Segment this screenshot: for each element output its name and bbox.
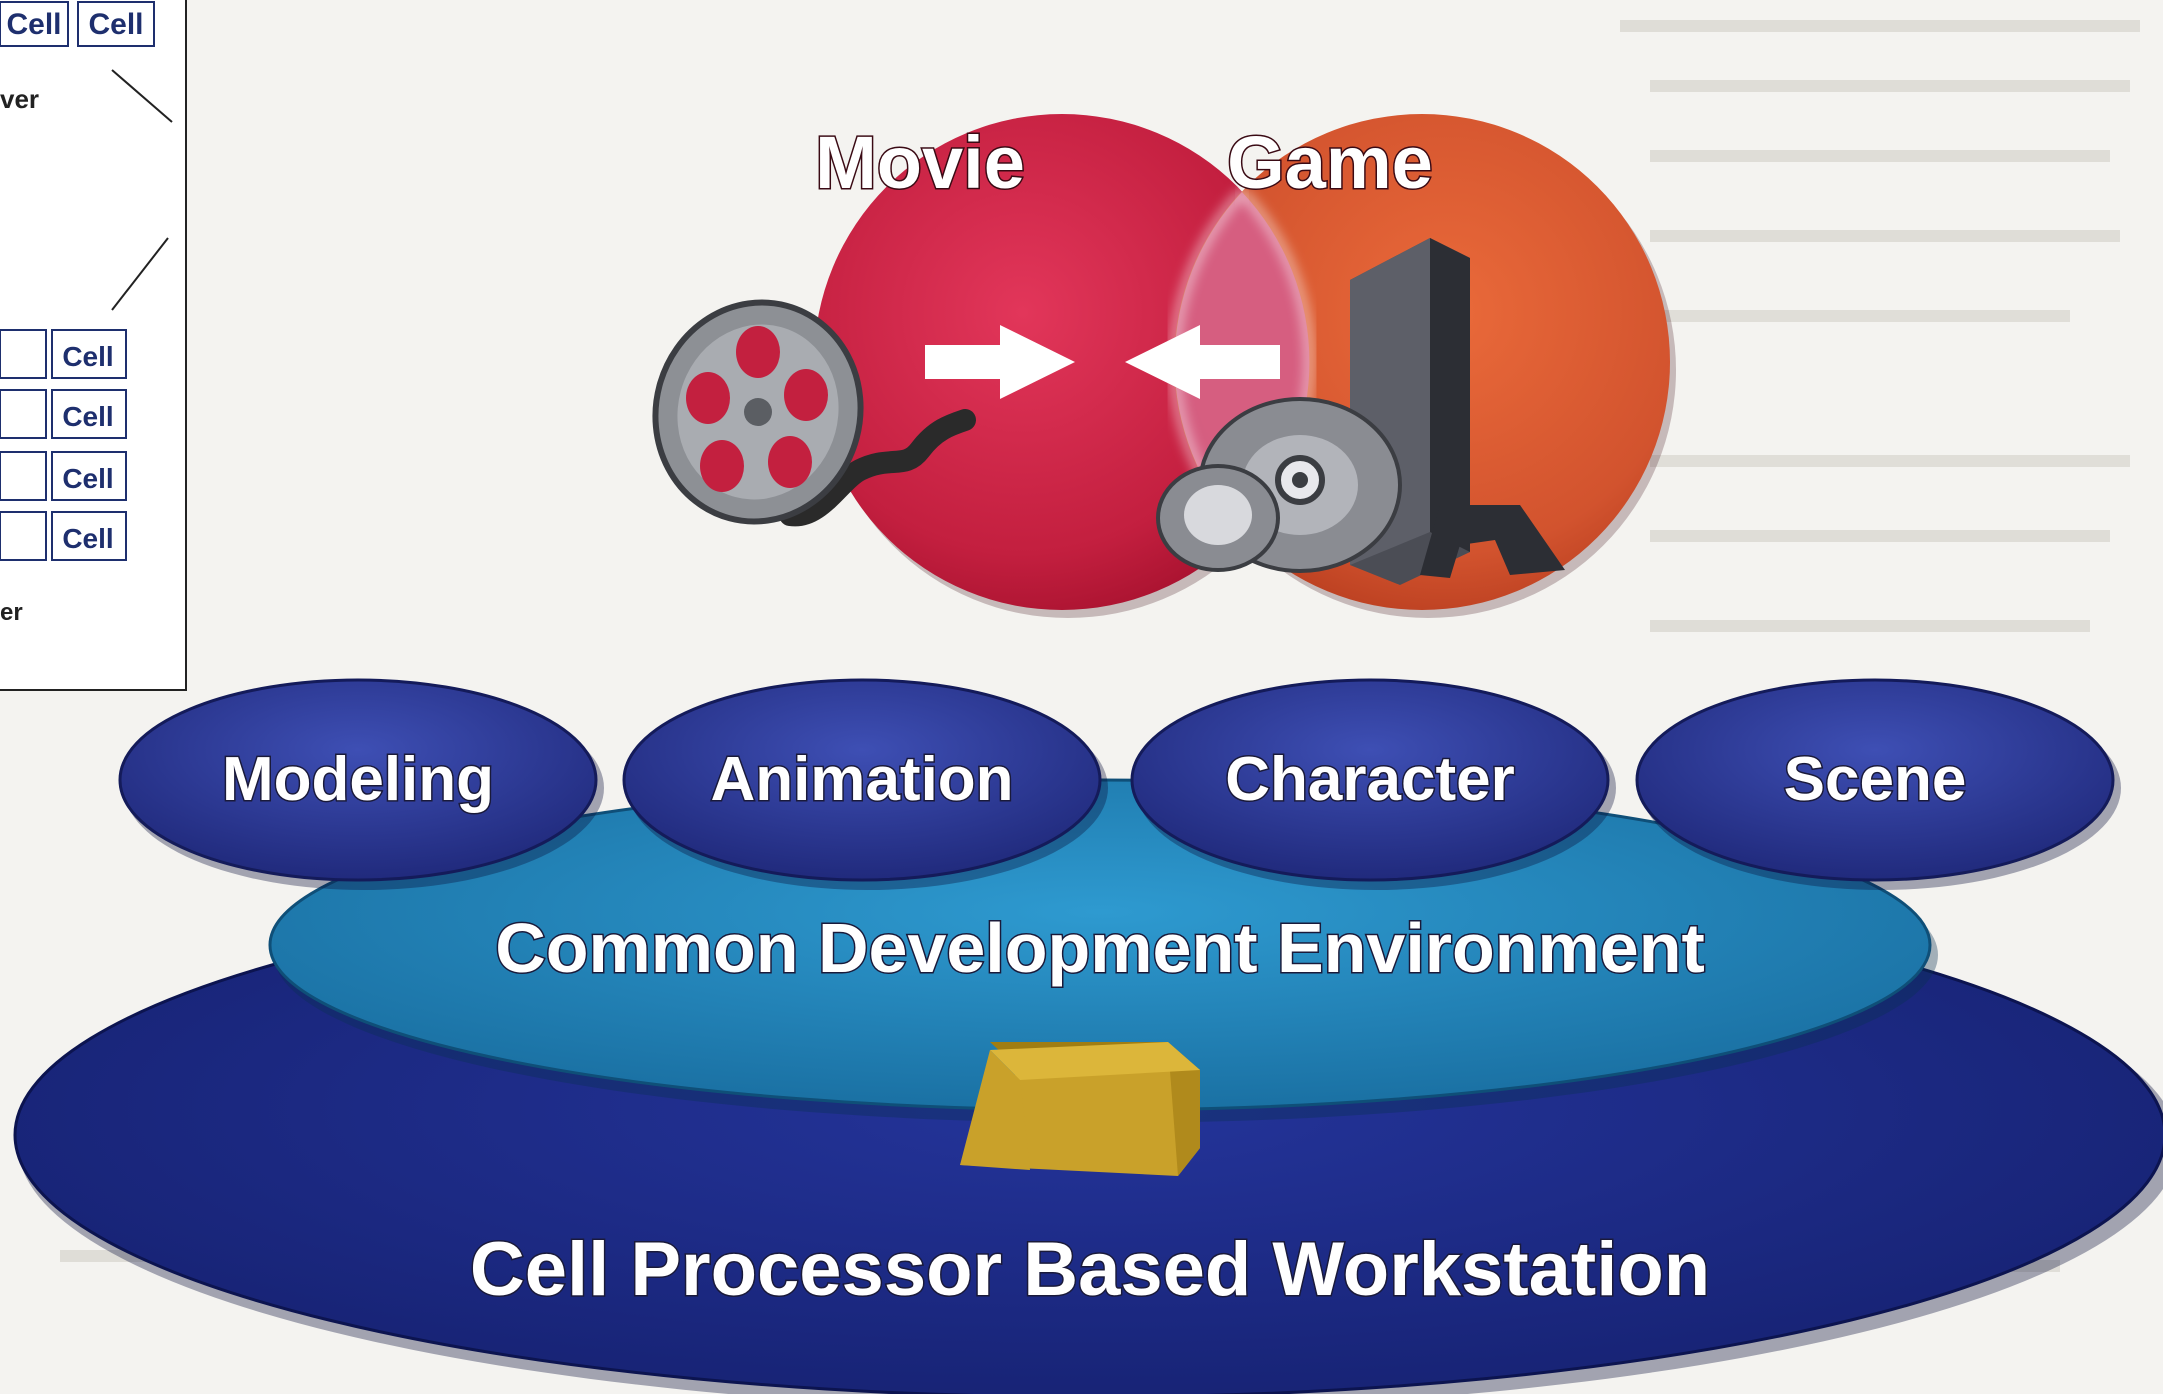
inset-cell-label: Cell bbox=[62, 401, 113, 432]
app-label: Modeling bbox=[222, 745, 494, 814]
base-layer-label: Cell Processor Based Workstation bbox=[470, 1227, 1710, 1312]
inset-cell-label: Cell bbox=[62, 463, 113, 494]
arrow-right-icon bbox=[925, 325, 1075, 399]
arrow-left-icon bbox=[1125, 325, 1280, 399]
middle-layer-label: Common Development Environment bbox=[495, 909, 1705, 987]
app-label: Animation bbox=[710, 745, 1013, 814]
chip-cube-icon bbox=[960, 1042, 1200, 1176]
inset-cell-grid: Cell Cell Cell Cell bbox=[0, 329, 127, 561]
inset-cell-label: Cell bbox=[62, 341, 113, 372]
application-ellipses: Modeling Animation Character Scene bbox=[118, 678, 2121, 890]
app-modeling: Modeling bbox=[118, 678, 604, 890]
inset-cell-label: Cell bbox=[6, 8, 61, 41]
inset-cell-label: Cell bbox=[88, 8, 143, 41]
film-reel-icon bbox=[652, 299, 976, 527]
app-animation: Animation bbox=[622, 678, 1108, 890]
middle-layer: Common Development Environment bbox=[268, 778, 1938, 1123]
disc-icon bbox=[1156, 464, 1280, 572]
app-character: Character bbox=[1130, 678, 1616, 890]
inset-top-cells: Cell Cell bbox=[0, 1, 155, 47]
app-scene: Scene bbox=[1635, 678, 2121, 890]
inset-top-caption: ver bbox=[0, 84, 39, 114]
movie-label: Movie bbox=[815, 121, 1025, 204]
app-label: Scene bbox=[1784, 745, 1967, 814]
inset-bottom-caption: er bbox=[0, 599, 23, 626]
app-label: Character bbox=[1225, 745, 1514, 814]
inset-cell-label: Cell bbox=[62, 523, 113, 554]
game-label: Game bbox=[1227, 121, 1433, 204]
inset-figure: Cell Cell ver Cell Cell Cell Cell er bbox=[0, 0, 187, 691]
